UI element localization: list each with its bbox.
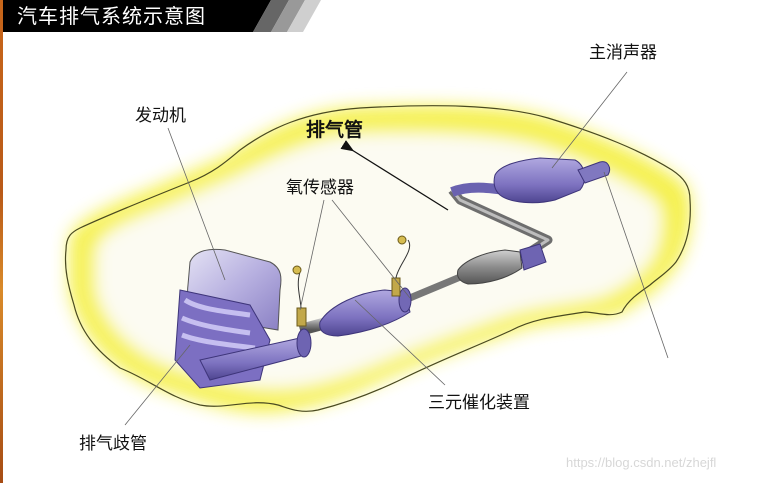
label-catalytic-converter: 三元催化装置 xyxy=(428,393,530,413)
banner-stripes xyxy=(3,0,321,32)
oxygen-sensor-1 xyxy=(292,265,307,327)
left-edge-strip xyxy=(0,0,3,483)
title-banner: 汽车排气系统示意图 xyxy=(3,0,323,32)
exhaust-pipe-arrow xyxy=(340,140,449,211)
leader-lines xyxy=(124,71,669,426)
catalytic-converter-unit xyxy=(319,287,412,337)
label-exhaust-pipe: 排气管 xyxy=(306,119,364,141)
diagram-title: 汽车排气系统示意图 xyxy=(17,4,206,28)
car-body-outline xyxy=(64,105,691,412)
label-oxygen-sensor: 氧传感器 xyxy=(286,178,354,198)
label-exhaust-manifold: 排气歧管 xyxy=(79,434,147,454)
watermark: https://blog.csdn.net/zhejfl xyxy=(566,455,717,470)
label-main-muffler: 主消声器 xyxy=(589,43,657,63)
oxygen-sensor-2 xyxy=(391,235,411,297)
main-muffler-unit xyxy=(493,157,611,204)
label-engine: 发动机 xyxy=(135,106,186,126)
engine-block xyxy=(174,248,312,389)
resonator-unit xyxy=(457,243,547,285)
